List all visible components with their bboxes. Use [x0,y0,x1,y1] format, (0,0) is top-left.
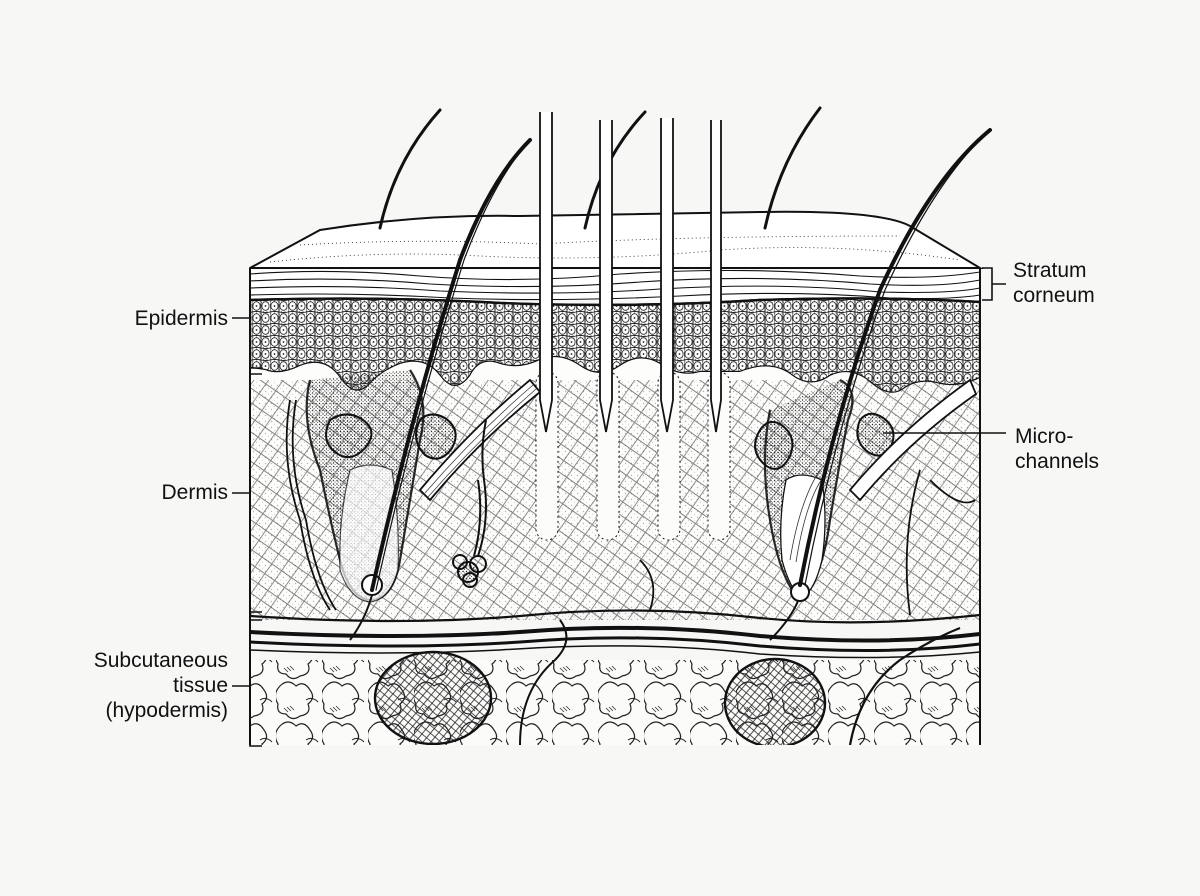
label-epidermis: Epidermis [135,306,228,331]
hypodermis-fat [250,660,980,745]
hair-follicle-left [305,369,457,641]
label-subcutaneous-line3: (hypodermis) [105,699,228,722]
hair-follicle-right [754,379,895,641]
microneedle-1 [539,112,553,433]
bracket-stratum-corneum [982,267,1006,301]
label-dermis: Dermis [162,480,229,505]
label-subcutaneous-line2: tissue [173,674,228,697]
label-micro-line2: channels [1015,450,1100,473]
bracket-epidermis [232,267,262,369]
skin-surface-top [249,210,984,269]
label-micro-line1: Micro- [1015,425,1074,448]
microneedle-2 [599,120,613,433]
microneedle-3 [660,118,674,433]
label-dermis-text: Dermis [161,481,229,504]
label-micro-channels: Micro- channels [1015,424,1099,474]
label-subcutaneous-tissue: Subcutaneous tissue (hypodermis) [94,648,228,723]
hairs [370,106,992,592]
blood-vessels-horizontal [250,625,980,659]
sweat-gland [452,419,487,588]
bracket-subcutaneous [232,619,262,747]
fat-lobule-large-left [373,650,493,745]
bracket-dermis [232,373,262,613]
fat-lobule-large-right [723,657,827,745]
label-epidermis-text: Epidermis [134,307,228,330]
microneedles [539,112,722,433]
label-stratum-corneum: Stratum corneum [1013,258,1095,308]
arrector-pili-muscle-right [848,378,978,502]
label-stratum-line2: corneum [1013,284,1095,307]
label-stratum-line1: Stratum [1013,259,1087,282]
label-subcutaneous-line1: Subcutaneous [93,649,228,672]
brackets [232,267,1006,747]
microneedle-4 [710,120,722,433]
